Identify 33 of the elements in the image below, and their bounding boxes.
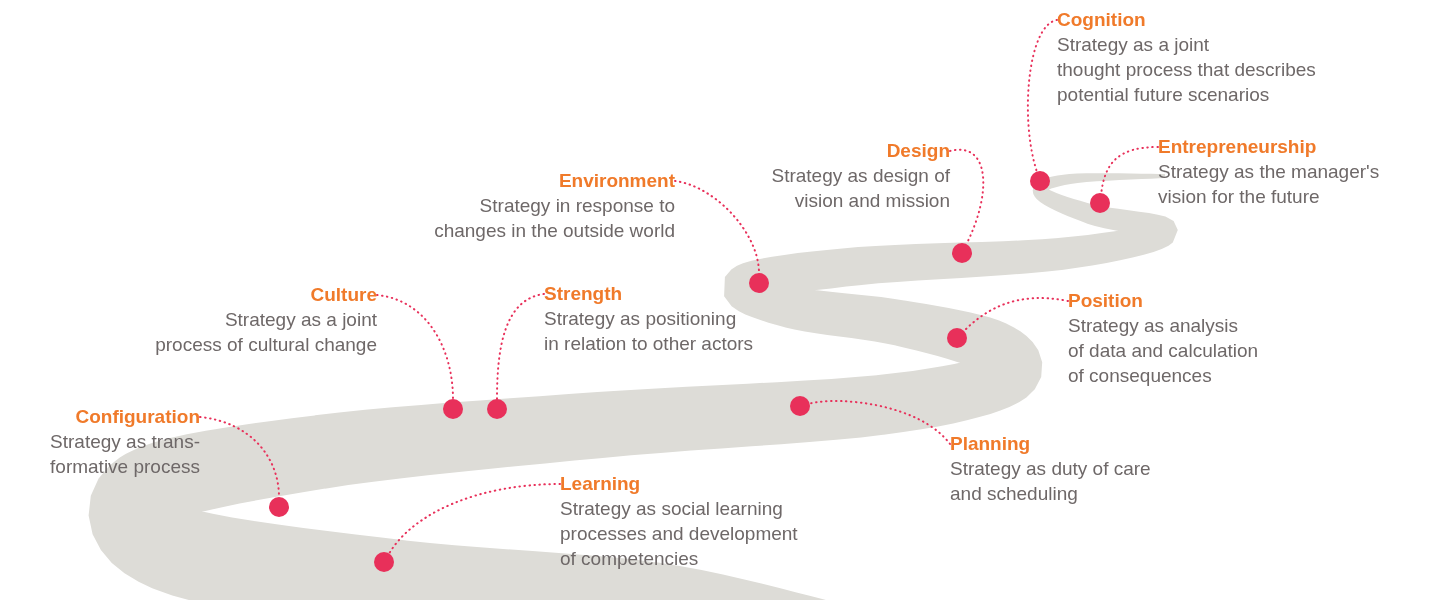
description: Strategy as social learning processes and development of competencies <box>560 497 798 571</box>
heading: Design <box>885 139 950 163</box>
leader-line <box>496 293 545 400</box>
heading: Strength <box>544 282 624 306</box>
heading: Learning <box>560 472 642 496</box>
description: Strategy as a joint process of cultural change <box>155 308 377 357</box>
description: Strategy as analysis of data and calculation of consequences <box>1068 314 1259 388</box>
description: Strategy as the manager's vision for the future <box>1158 160 1380 209</box>
heading: Configuration <box>74 405 200 429</box>
marker-dot <box>1030 171 1050 191</box>
leader-line <box>808 400 951 445</box>
leader-line <box>388 483 561 555</box>
heading: Position <box>1068 289 1144 313</box>
description: Strategy as duty of care and scheduling <box>950 457 1151 506</box>
description: Strategy as positioning in relation to other actors <box>544 307 754 356</box>
leader-line <box>1026 19 1058 173</box>
marker-dot <box>443 399 463 419</box>
heading: Environment <box>557 169 675 193</box>
description: Strategy in response to changes in the outside world <box>434 194 675 243</box>
leader-line <box>1100 146 1159 195</box>
leader-line <box>674 180 760 274</box>
heading: Culture <box>309 283 377 307</box>
description: Strategy as trans- formative process <box>50 430 200 479</box>
description: Strategy as design of vision and mission <box>771 164 950 213</box>
marker-dot <box>269 497 289 517</box>
heading: Cognition <box>1057 8 1147 32</box>
heading: Entrepreneurship <box>1158 135 1318 159</box>
leader-line <box>963 297 1069 332</box>
leader-line <box>199 416 280 498</box>
leader-line <box>376 294 454 400</box>
heading: Planning <box>950 432 1032 456</box>
description: Strategy as a joint thought process that describes potential future scenarios <box>1057 33 1316 107</box>
marker-dot <box>1090 193 1110 213</box>
